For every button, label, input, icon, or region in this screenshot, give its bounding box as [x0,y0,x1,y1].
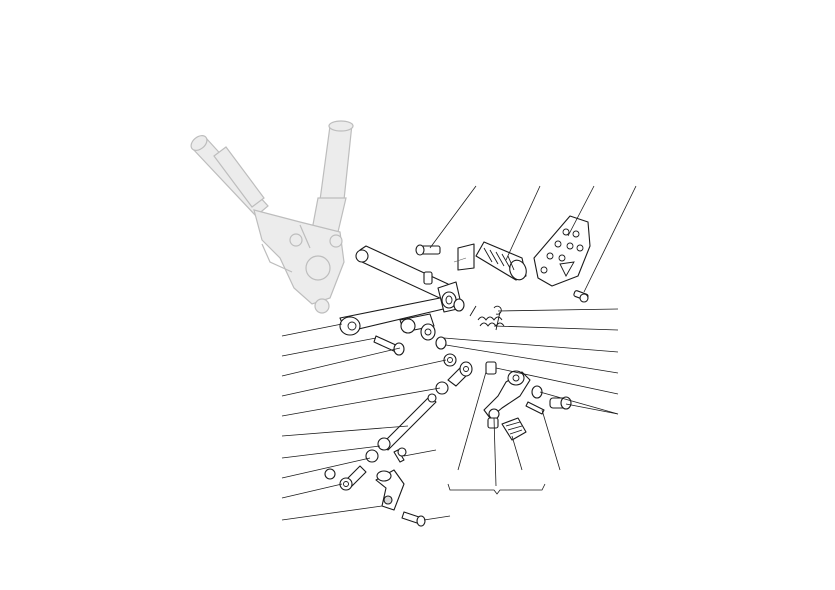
frame-ghost [190,120,354,314]
washer-lower [365,449,379,463]
spring [469,305,505,331]
rod-end-lower [339,465,367,491]
plate-bolt [573,290,589,303]
footpeg [453,241,527,281]
pedal-rubber [501,417,527,441]
washer-1 [420,323,436,341]
gear-shift-arm [375,469,405,511]
nut-lower [377,437,391,451]
nut-small [324,468,336,480]
bolt-right [525,401,545,415]
o-ring-right [531,385,543,399]
bolt-bottom [401,511,426,527]
nut-upper [443,353,457,367]
bolt-lower-short [393,447,407,463]
pivot-bushing [485,361,497,375]
pivot-pin [549,396,572,410]
circlip [493,305,502,315]
leader-lines [281,185,637,521]
heel-plate [533,215,591,287]
rod-end-upper [447,361,473,387]
shift-pedal-lever [483,370,531,420]
pedal-tip [487,417,499,429]
linkage-rod [381,393,437,451]
bolt-left [373,335,405,356]
bolt-top [415,244,441,256]
nut-mid [435,381,449,395]
o-ring-1 [435,336,447,350]
lever-arm [339,245,465,336]
